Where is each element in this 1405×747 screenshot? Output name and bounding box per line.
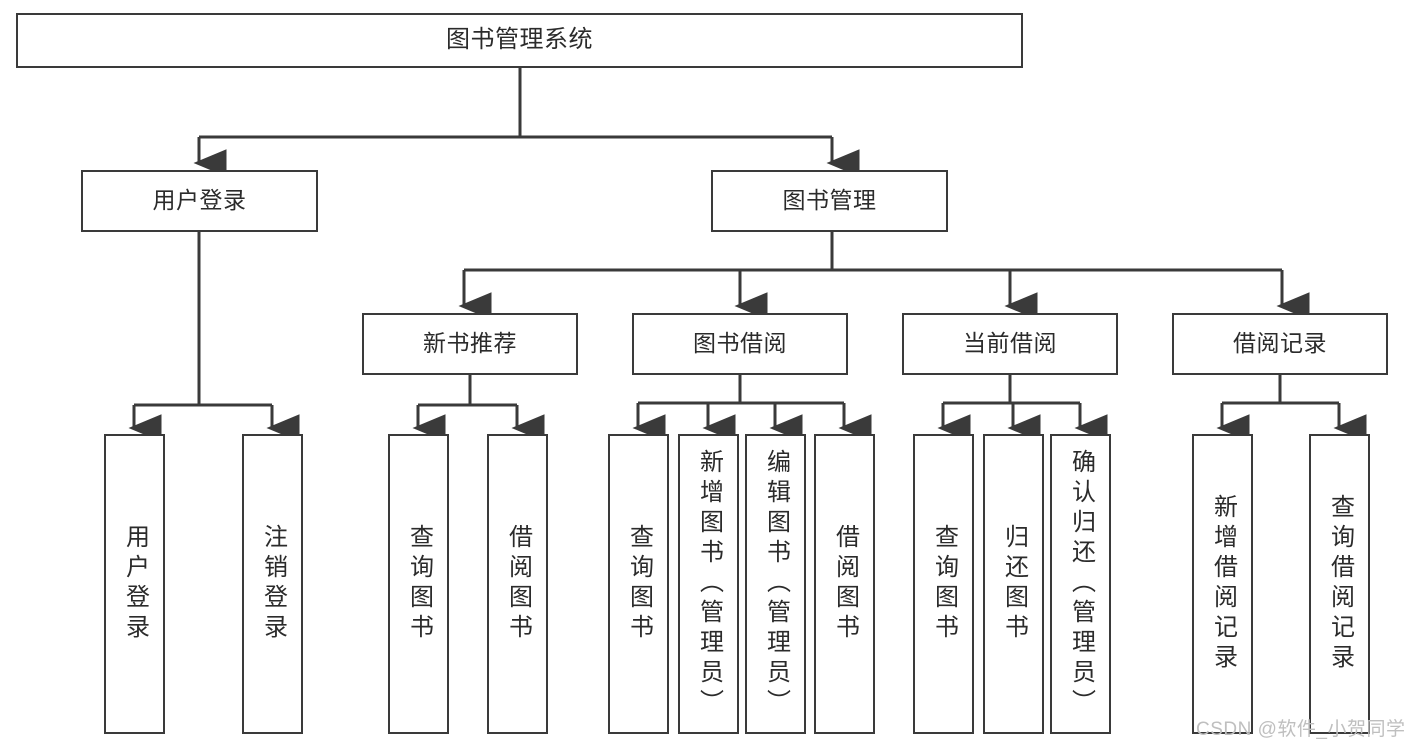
node-label: 借阅记录 <box>1233 330 1327 357</box>
node-book-management[interactable]: 图书管理 <box>711 170 948 232</box>
node-label: 确认归还（管理员） <box>1067 449 1095 719</box>
node-label: 图书管理 <box>782 187 877 214</box>
node-label: 编辑图书（管理员） <box>762 449 790 719</box>
leaf-query-book-current[interactable]: 查询图书 <box>913 434 974 734</box>
leaf-user-logout[interactable]: 注销登录 <box>242 434 303 734</box>
node-label: 图书借阅 <box>693 330 787 357</box>
node-label: 查询图书 <box>625 524 653 644</box>
node-label: 新书推荐 <box>423 330 517 357</box>
watermark-text: CSDN @软件_小贺同学 <box>1196 719 1405 740</box>
node-label: 新增借阅记录 <box>1209 494 1237 674</box>
node-new-book-recommend[interactable]: 新书推荐 <box>362 313 578 375</box>
node-current-borrow[interactable]: 当前借阅 <box>902 313 1118 375</box>
leaf-add-book-admin[interactable]: 新增图书（管理员） <box>678 434 739 734</box>
node-book-borrow[interactable]: 图书借阅 <box>632 313 848 375</box>
leaf-user-login[interactable]: 用户登录 <box>104 434 165 734</box>
node-label: 查询图书 <box>930 524 958 644</box>
node-label: 图书管理系统 <box>446 26 593 54</box>
node-label: 用户登录 <box>152 187 247 214</box>
node-label: 当前借阅 <box>963 330 1057 357</box>
leaf-edit-book-admin[interactable]: 编辑图书（管理员） <box>745 434 806 734</box>
leaf-return-book[interactable]: 归还图书 <box>983 434 1044 734</box>
node-borrow-record[interactable]: 借阅记录 <box>1172 313 1388 375</box>
leaf-borrow-book-recommend[interactable]: 借阅图书 <box>487 434 548 734</box>
node-label: 借阅图书 <box>504 524 532 644</box>
node-label: 注销登录 <box>259 524 287 644</box>
node-root-book-management-system[interactable]: 图书管理系统 <box>16 13 1023 68</box>
node-label: 归还图书 <box>1000 524 1028 644</box>
leaf-query-book-recommend[interactable]: 查询图书 <box>388 434 449 734</box>
leaf-confirm-return-admin[interactable]: 确认归还（管理员） <box>1050 434 1111 734</box>
leaf-borrow-book[interactable]: 借阅图书 <box>814 434 875 734</box>
leaf-query-book-borrow[interactable]: 查询图书 <box>608 434 669 734</box>
leaf-query-borrow-record[interactable]: 查询借阅记录 <box>1309 434 1370 734</box>
leaf-add-borrow-record[interactable]: 新增借阅记录 <box>1192 434 1253 734</box>
node-label: 查询图书 <box>405 524 433 644</box>
node-label: 查询借阅记录 <box>1326 494 1354 674</box>
node-user-login[interactable]: 用户登录 <box>81 170 318 232</box>
node-label: 用户登录 <box>121 524 149 644</box>
node-label: 新增图书（管理员） <box>695 449 723 719</box>
node-label: 借阅图书 <box>831 524 859 644</box>
